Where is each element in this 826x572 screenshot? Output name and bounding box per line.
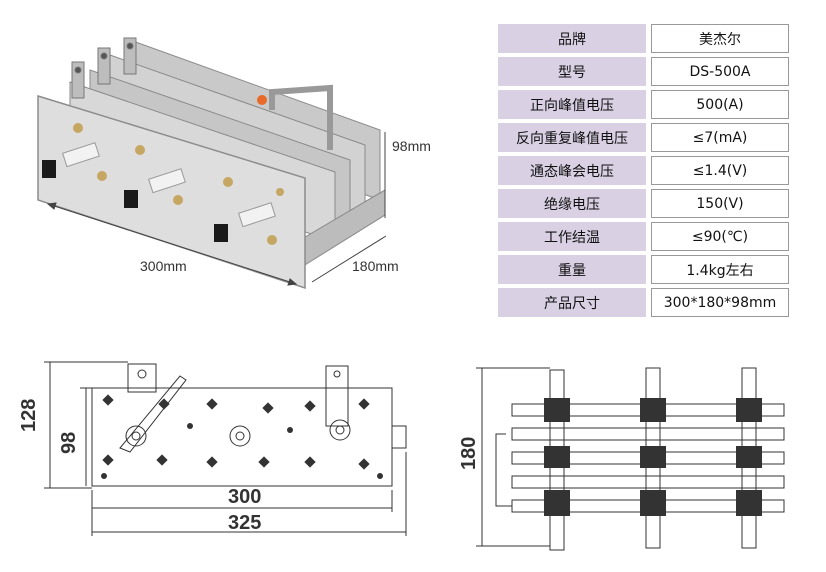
spec-label: 反向重复峰值电压 — [498, 123, 646, 152]
spec-value: 500(A) — [651, 90, 789, 119]
plate-holes — [73, 123, 284, 245]
front-plate — [37, 94, 306, 290]
spec-label: 绝缘电压 — [498, 189, 646, 218]
drawing-total-height-label: 128 — [18, 398, 40, 432]
plate-holes — [101, 394, 383, 479]
spec-label: 通态峰会电压 — [498, 156, 646, 185]
front-view-drawing — [44, 361, 407, 536]
photo-height-label: 98mm — [392, 138, 431, 154]
drawing-total-length-label: 325 — [228, 512, 262, 534]
product-photo — [37, 37, 387, 290]
side-height-label: 180 — [458, 436, 480, 470]
spec-value: 150(V) — [651, 189, 789, 218]
spec-value: 1.4kg左右 — [651, 255, 789, 284]
indicator-knob-icon — [257, 95, 267, 105]
drawing-plate-length-label: 300 — [228, 486, 262, 508]
photo-width-label: 180mm — [352, 258, 399, 274]
spec-label: 品牌 — [498, 24, 646, 53]
drawing-plate-height-label: 98 — [58, 431, 80, 454]
spec-value: 300*180*98mm — [651, 288, 789, 317]
spec-value: ≤90(℃) — [651, 222, 789, 251]
side-view-drawing — [476, 367, 785, 551]
photo-length-label: 300mm — [140, 258, 187, 274]
spec-label: 型号 — [498, 57, 646, 86]
terminal-tabs — [71, 37, 137, 99]
spec-value: ≤1.4(V) — [651, 156, 789, 185]
spec-value: 美杰尔 — [651, 24, 789, 53]
spec-row: 通态峰会电压≤1.4(V) — [498, 156, 789, 185]
spec-label: 重量 — [498, 255, 646, 284]
spec-label: 正向峰值电压 — [498, 90, 646, 119]
spec-label: 产品尺寸 — [498, 288, 646, 317]
spec-value: ≤7(mA) — [651, 123, 789, 152]
diode-studs — [42, 142, 276, 242]
spec-row: 工作结温≤90(℃) — [498, 222, 789, 251]
stud-nuts — [544, 398, 762, 516]
dimension-lines — [46, 132, 387, 286]
spec-label: 工作结温 — [498, 222, 646, 251]
mounting-bracket — [269, 84, 333, 150]
spec-row: 品牌美杰尔 — [498, 24, 789, 53]
spec-row: 反向重复峰值电压≤7(mA) — [498, 123, 789, 152]
spec-value: DS-500A — [651, 57, 789, 86]
